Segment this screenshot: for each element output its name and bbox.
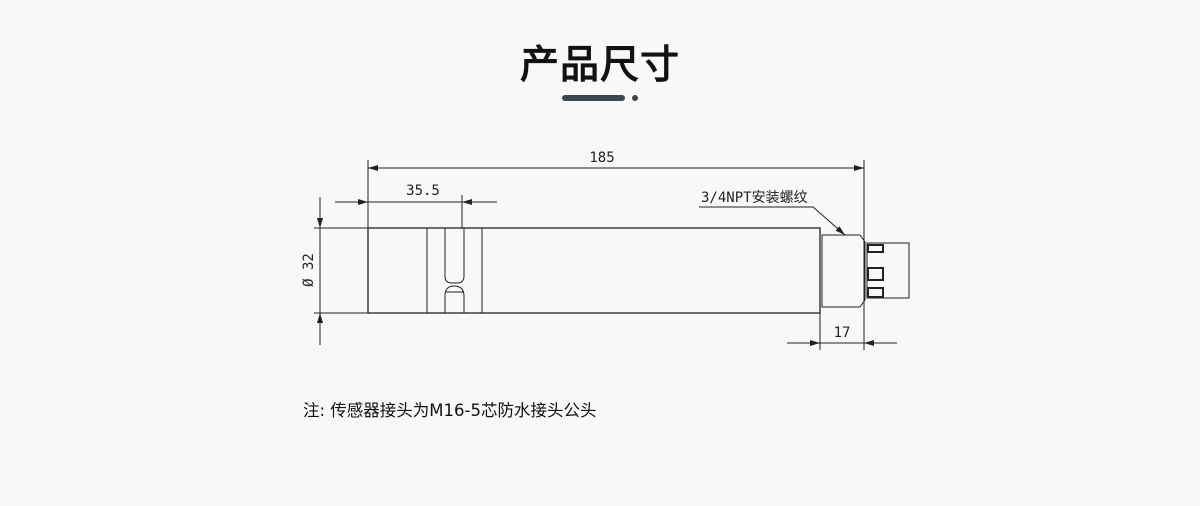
top-slot — [444, 228, 465, 284]
page-title: 产品尺寸 — [519, 43, 680, 88]
dim-17: 17 — [834, 325, 851, 341]
connector-note: 注: 传感器接头为M16-5芯防水接头公头 — [303, 401, 597, 420]
title-dot — [632, 95, 638, 101]
dim-35-5: 35.5 — [406, 183, 440, 199]
dim-diameter-32: Ø 32 — [301, 253, 317, 287]
bottom-slot — [444, 285, 465, 313]
title-underline — [562, 95, 625, 101]
sensor-body — [367, 227, 821, 314]
thread-fitting — [821, 234, 866, 308]
dim-185: 185 — [589, 150, 614, 166]
thread-label: 3/4NPT安装螺纹 — [701, 190, 808, 206]
